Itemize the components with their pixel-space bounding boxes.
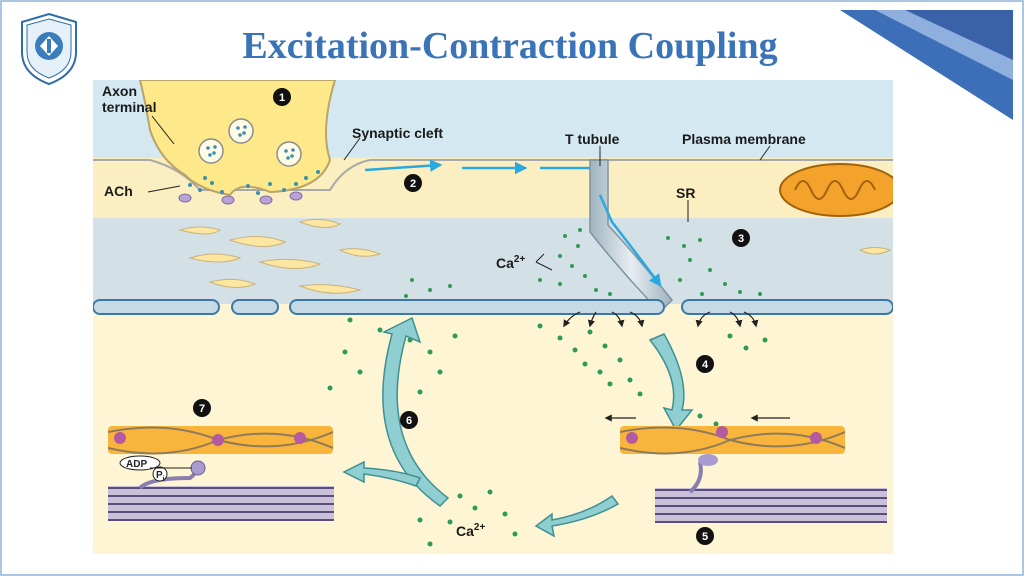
synaptic-cleft-label: Synaptic cleft [352, 125, 443, 141]
sr-label: SR [676, 185, 695, 201]
cycle-arrows [342, 316, 694, 538]
adp-tag [119, 455, 161, 471]
step-badge: 4 [696, 355, 714, 373]
step-badge: 7 [193, 399, 211, 417]
phosphate-tag [152, 466, 168, 482]
phosphate-label: Pi [156, 470, 165, 483]
slide-title: Excitation-Contraction Coupling [242, 25, 778, 67]
synaptic-vesicle [276, 141, 302, 167]
thick-filament-right [655, 454, 887, 523]
step-badge: 5 [696, 527, 714, 545]
svg-text:5: 5 [702, 531, 708, 543]
sr-cisternae [178, 218, 892, 294]
university-seal-icon [21, 12, 77, 86]
adp-label: ADP [126, 459, 147, 470]
thin-filament-left [107, 426, 334, 455]
step-badge: 2 [404, 174, 422, 192]
svg-text:2: 2 [410, 178, 416, 190]
ach-receptors [178, 191, 303, 205]
thin-filament-right [619, 426, 846, 455]
svg-text:6: 6 [406, 415, 412, 427]
calcium-label-bottom: Ca2+ [456, 522, 485, 539]
ach-molecules [188, 170, 320, 195]
svg-text:3: 3 [738, 233, 744, 245]
svg-text:7: 7 [199, 403, 205, 415]
calcium-ions-cytosol [327, 317, 768, 547]
calcium-ions-sr [404, 228, 762, 298]
axon-terminal-label: Axon [102, 83, 137, 99]
synaptic-vesicle [228, 118, 254, 144]
ach-label: ACh [104, 183, 133, 199]
corner-accent-inner [905, 10, 1013, 60]
step-badge: 1 [273, 88, 291, 106]
step-badge: 3 [732, 229, 750, 247]
calcium-label-top: Ca2+ [496, 254, 525, 271]
axon-terminal-label-2: terminal [102, 99, 156, 115]
synaptic-vesicle [198, 138, 224, 164]
mitochondrion [779, 163, 893, 217]
step-badge: 6 [400, 411, 418, 429]
plasma-membrane-label: Plasma membrane [682, 131, 806, 147]
t-tubule-label: T tubule [565, 131, 620, 147]
leader-lines [147, 115, 771, 271]
svg-text:1: 1 [279, 92, 285, 104]
thick-filament-left [108, 460, 334, 521]
sr-membrane [93, 299, 893, 315]
svg-text:4: 4 [702, 359, 709, 371]
t-tubule [589, 159, 674, 314]
